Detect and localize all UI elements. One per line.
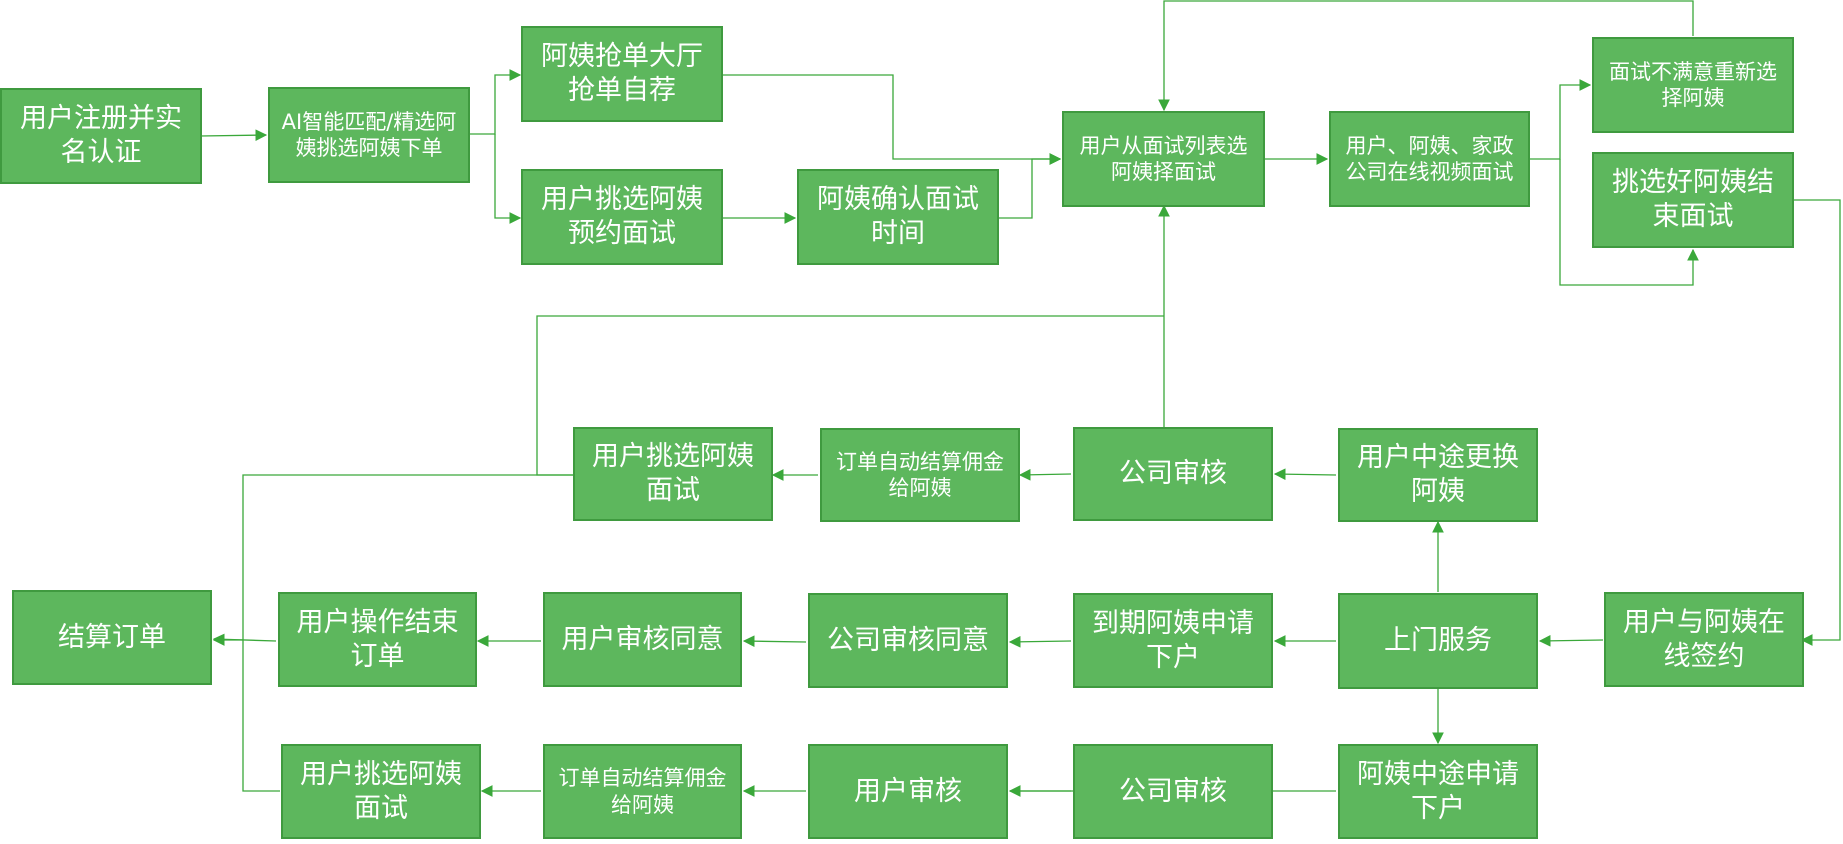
connector-ai-to-pick-appt: [494, 134, 522, 224]
node-confirm-time: 阿姨确认面试时间: [797, 169, 999, 265]
node-user-agree-label: 用户审核同意: [561, 623, 724, 655]
node-company-review-1: 公司审核: [1073, 427, 1273, 521]
node-home-service-label: 上门服务: [1384, 625, 1492, 657]
node-user-agree: 用户审核同意: [543, 592, 742, 687]
connector-video-split: [1528, 79, 1592, 160]
node-grab-hall-label: 阿姨抢单大厅抢单自荐: [541, 41, 703, 106]
node-user-pick-appointment-label: 用户挑选阿姨预约面试: [541, 184, 703, 249]
connector-end-order-to-settle: [212, 633, 277, 646]
connector-video-to-end: [1559, 159, 1699, 286]
node-user-pick-interview-1: 用户挑选阿姨面试: [573, 427, 773, 521]
node-video-interview-label: 用户、阿姨、家政公司在线视频面试: [1345, 133, 1514, 184]
node-settle-order-label: 结算订单: [58, 621, 166, 653]
node-auto-settle-1-label: 订单自动结算佣金给阿姨: [836, 449, 1004, 500]
node-end-interview-label: 挑选好阿姨结束面试: [1612, 167, 1774, 232]
node-company-agree-label: 公司审核同意: [827, 624, 989, 656]
node-user-pick-interview-1-label: 用户挑选阿姨面试: [592, 441, 754, 506]
node-user-review-label: 用户审核: [854, 775, 962, 807]
node-user-pick-appointment: 用户挑选阿姨预约面试: [521, 169, 723, 265]
node-user-replace: 用户中途更换阿姨: [1338, 428, 1538, 522]
node-user-replace-label: 用户中途更换阿姨: [1357, 442, 1519, 507]
node-aunt-leave: 阿姨中途申请下户: [1338, 744, 1538, 839]
node-user-end-order-label: 用户操作结束订单: [296, 606, 459, 672]
connector-pick2-to-left-line: [242, 640, 280, 792]
connector-replace-to-review: [1273, 468, 1337, 481]
node-pick-from-list: 用户从面试列表选阿姨择面试: [1062, 111, 1265, 207]
node-user-end-order: 用户操作结束订单: [278, 592, 477, 687]
node-sign-online-label: 用户与阿姨在线签约: [1623, 606, 1785, 672]
node-home-service: 上门服务: [1338, 593, 1538, 689]
node-user-pick-interview-2: 用户挑选阿姨面试: [281, 744, 481, 839]
node-company-review-2-label: 公司审核: [1119, 775, 1227, 807]
connector-reselect-loop: [1158, 0, 1694, 112]
node-expire-leave: 到期阿姨申请下户: [1073, 593, 1273, 688]
node-settle-order: 结算订单: [12, 590, 212, 685]
node-ai-match: AI智能匹配/精选阿姨挑选阿姨下单: [268, 87, 470, 183]
node-sign-online: 用户与阿姨在线签约: [1604, 592, 1804, 687]
node-company-agree: 公司审核同意: [808, 593, 1008, 688]
node-company-review-2: 公司审核: [1073, 744, 1273, 839]
node-grab-hall: 阿姨抢单大厅抢单自荐: [521, 26, 723, 122]
node-auto-settle-2-label: 订单自动结算佣金给阿姨: [558, 766, 727, 817]
connector-register-to-ai: [199, 129, 268, 142]
connector-ai-split: [468, 69, 522, 135]
connector-review-to-settle: [1018, 468, 1072, 481]
node-company-review-1-label: 公司审核: [1119, 458, 1227, 490]
node-user-pick-interview-2-label: 用户挑选阿姨面试: [300, 758, 462, 824]
node-reselect: 面试不满意重新选择阿姨: [1592, 37, 1794, 133]
connector-confirm-to-list: [997, 153, 1062, 219]
node-pick-from-list-label: 用户从面试列表选阿姨择面试: [1079, 133, 1248, 184]
node-expire-leave-label: 到期阿姨申请下户: [1092, 607, 1254, 673]
node-aunt-leave-label: 阿姨中途申请下户: [1357, 758, 1519, 824]
connector-end-to-sign: [1793, 199, 1841, 646]
node-register-label: 用户注册并实名认证: [20, 103, 182, 168]
connector-expire-to-company-agree: [1008, 635, 1072, 648]
node-reselect-label: 面试不满意重新选择阿姨: [1609, 59, 1777, 110]
connector-sign-to-service: [1538, 634, 1604, 647]
node-ai-match-label: AI智能匹配/精选阿姨挑选阿姨下单: [281, 109, 457, 160]
node-confirm-time-label: 阿姨确认面试时间: [817, 184, 979, 249]
node-end-interview: 挑选好阿姨结束面试: [1592, 152, 1794, 248]
node-auto-settle-1: 订单自动结算佣金给阿姨: [820, 428, 1020, 522]
node-user-review: 用户审核: [808, 744, 1008, 839]
node-video-interview: 用户、阿姨、家政公司在线视频面试: [1329, 111, 1530, 207]
node-register: 用户注册并实名认证: [0, 88, 202, 184]
connector-company-agree-to-user-agree: [742, 635, 807, 648]
connector-grab-to-list: [721, 74, 1062, 165]
node-auto-settle-2: 订单自动结算佣金给阿姨: [543, 744, 742, 839]
